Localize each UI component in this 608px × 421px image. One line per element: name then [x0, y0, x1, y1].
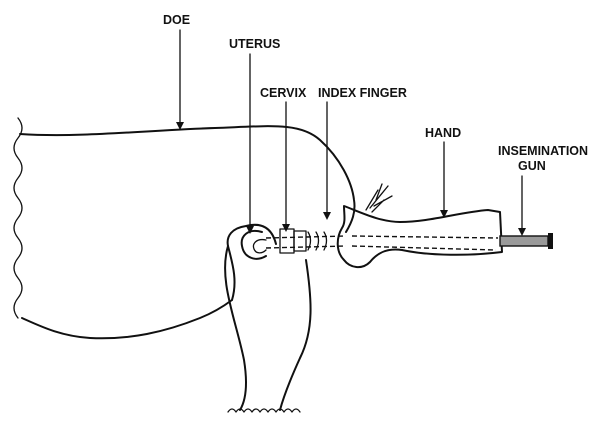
label-insemination-gun-line1: INSEMINATION [498, 144, 588, 158]
cervix-shape [266, 229, 346, 253]
doe-hoof [228, 409, 300, 412]
doe-back [20, 126, 355, 232]
insemination-gun-rod [500, 236, 548, 246]
label-hand: HAND [425, 126, 461, 140]
leader-index-finger [323, 102, 331, 220]
leader-insemination-gun [518, 176, 526, 236]
doe-hind-leg [228, 225, 276, 300]
doe-hind-leg-front [225, 246, 246, 410]
leader-cervix [282, 102, 290, 232]
hand-shape [338, 206, 502, 267]
doe-left-edge [14, 118, 22, 318]
leader-hand [440, 142, 448, 218]
label-uterus: UTERUS [229, 37, 280, 51]
label-doe: DOE [163, 13, 190, 27]
label-cervix: CERVIX [260, 86, 307, 100]
leader-doe [176, 30, 184, 130]
label-index-finger: INDEX FINGER [318, 86, 407, 100]
leader-uterus [246, 54, 254, 234]
label-insemination-gun-line2: GUN [518, 159, 546, 173]
insemination-gun-cap [548, 233, 553, 249]
uterus-shape [242, 231, 266, 259]
doe-hind-leg-back [280, 260, 311, 410]
forearm-detail [352, 236, 498, 250]
doe-belly [22, 300, 232, 338]
doe-body [14, 118, 392, 412]
doe-tail [366, 184, 392, 212]
